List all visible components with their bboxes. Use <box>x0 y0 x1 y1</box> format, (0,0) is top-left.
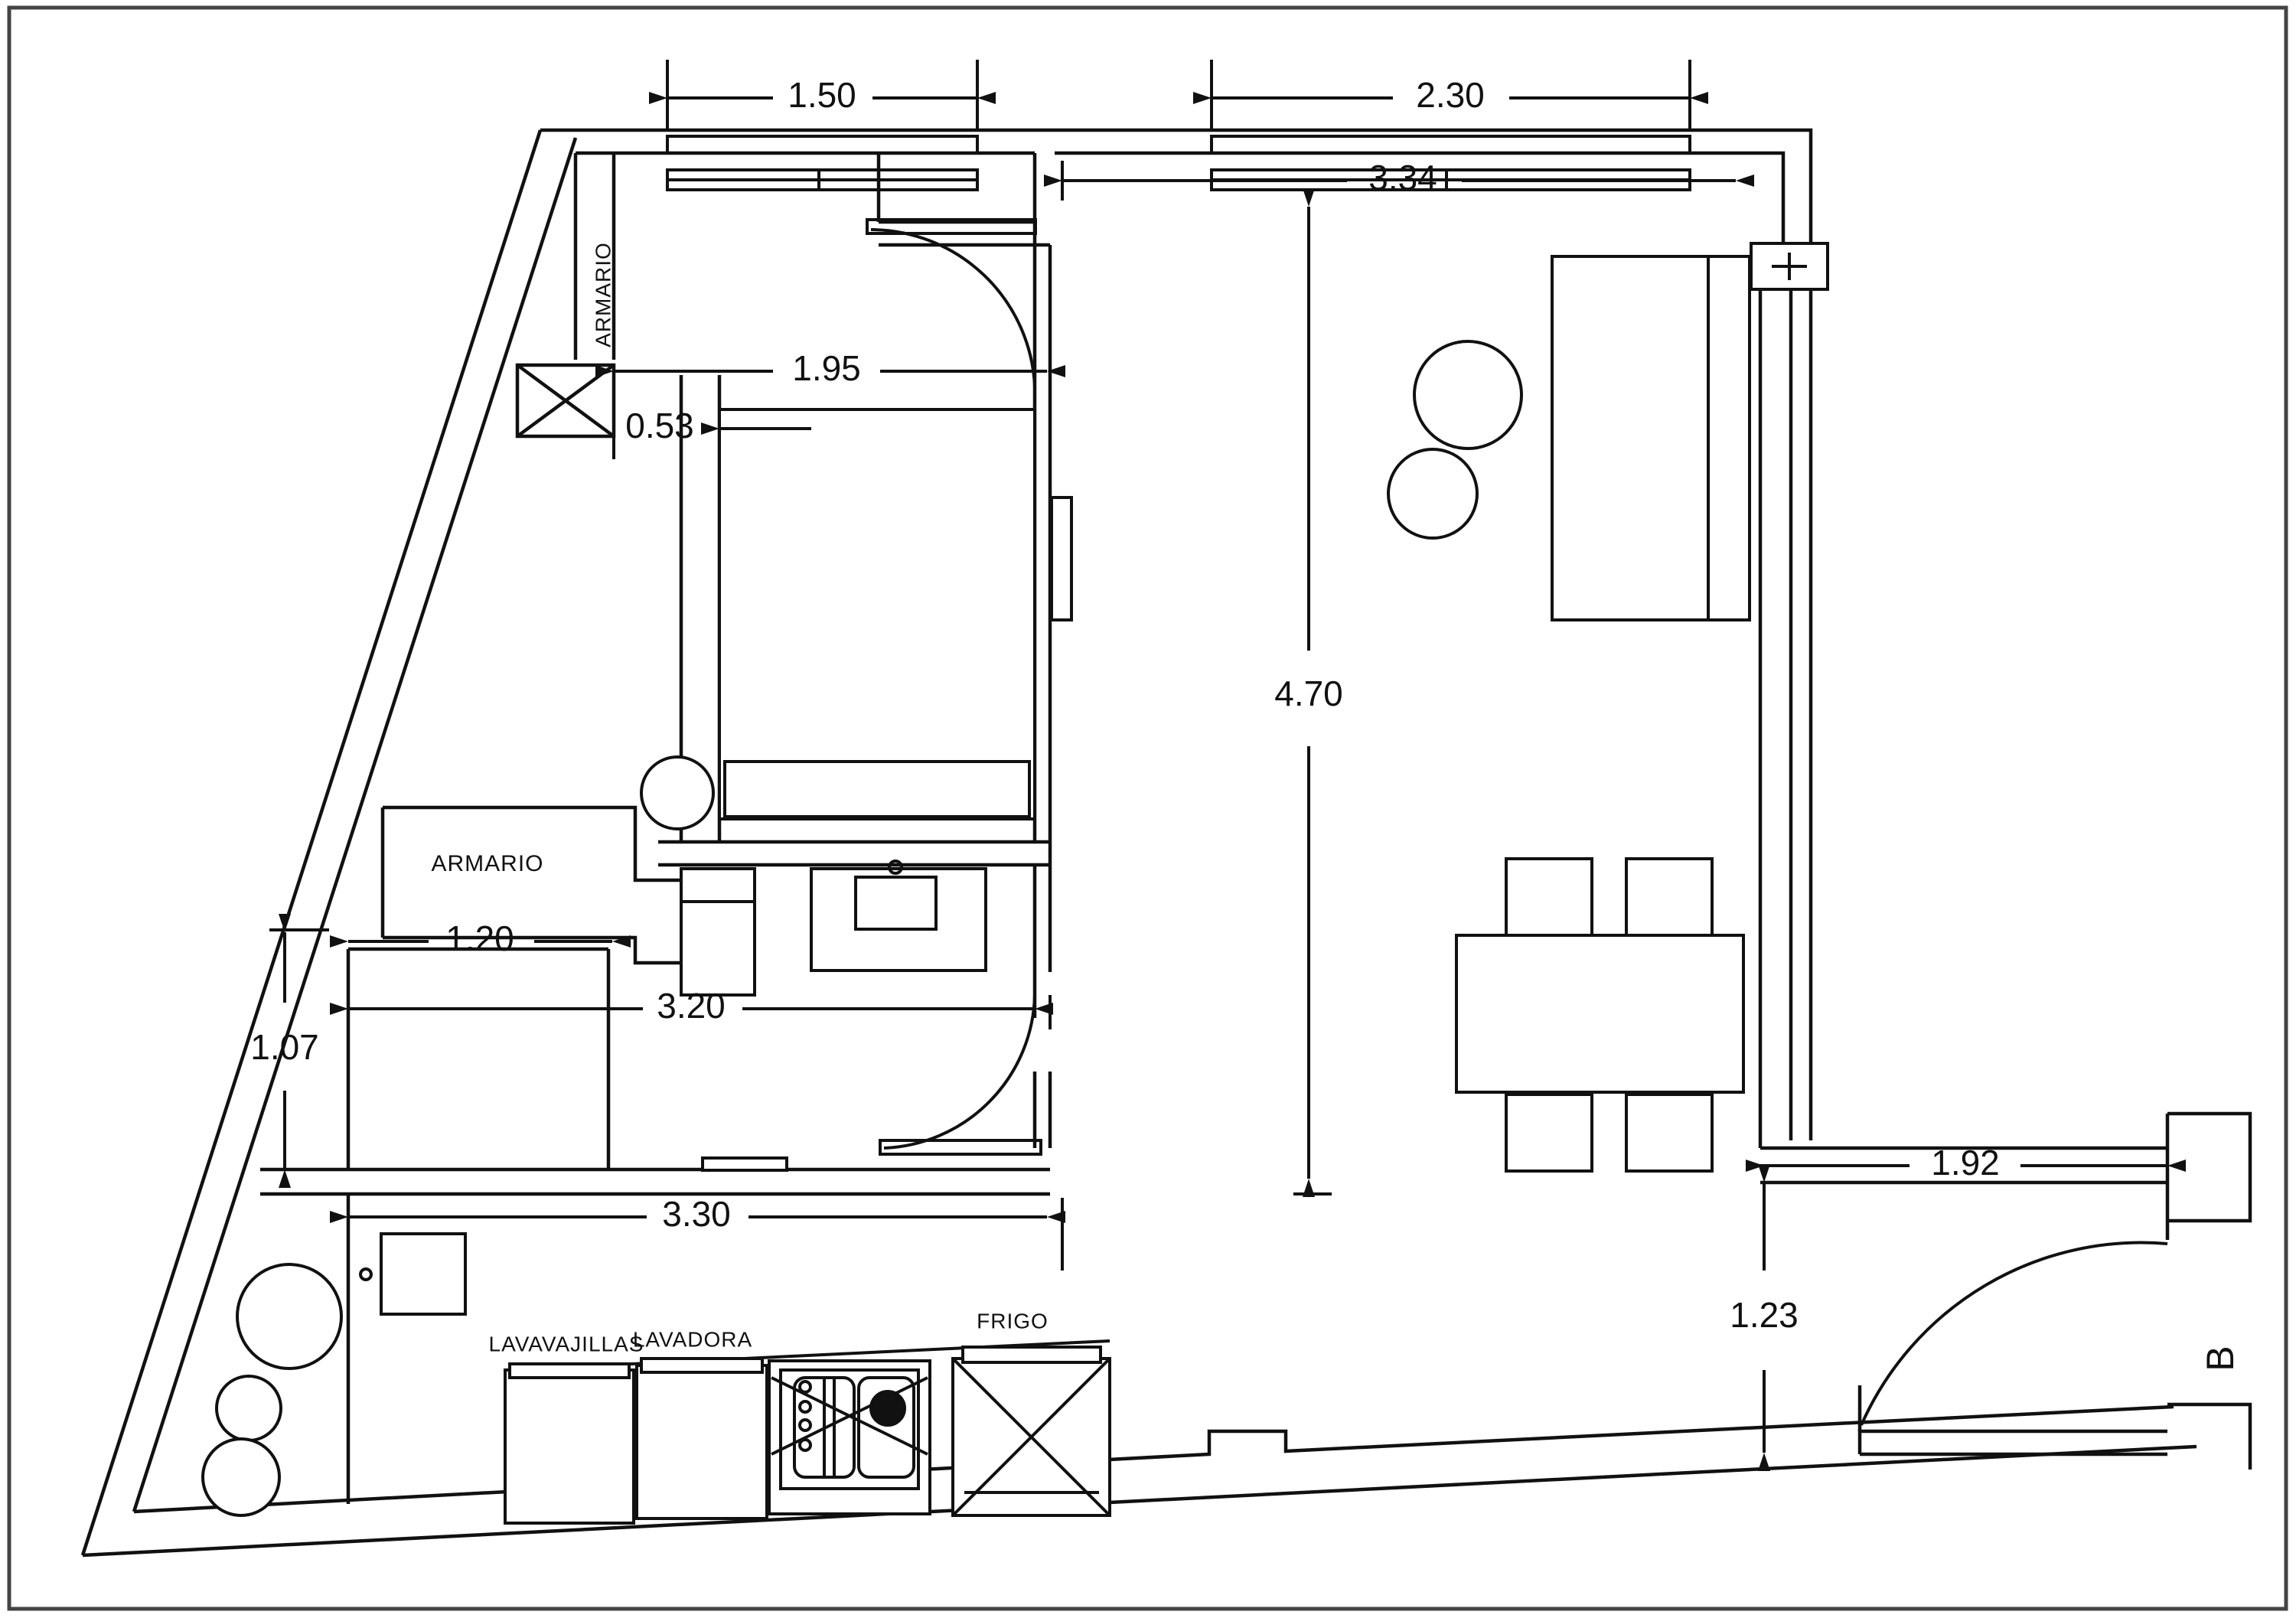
window-2-sill <box>1210 135 1691 155</box>
dim-label-2-30: 2.30 <box>1416 75 1485 115</box>
fridge <box>951 1346 1111 1517</box>
dining-chair-1 <box>1505 857 1593 937</box>
label-armario-vertical: ARMARIO <box>591 242 615 347</box>
corridor-sill <box>701 1156 788 1172</box>
walls-group <box>80 128 2252 1558</box>
dim-3-20 <box>330 995 1053 1029</box>
text-labels-group: 1.50 2.30 3.34 1.95 0.53 1.20 3.20 3.30 … <box>250 75 2242 1372</box>
doors-group <box>866 218 2168 1426</box>
balcony-marker <box>1750 242 1829 291</box>
washing-machine <box>635 1357 768 1520</box>
door-hall <box>866 218 1037 387</box>
bed <box>718 408 1036 820</box>
wall-armario2-top <box>383 805 681 882</box>
dining-chair-3 <box>1505 1093 1593 1173</box>
door-bedroom2 <box>879 994 1042 1156</box>
dimensions-group <box>269 60 2186 1471</box>
wall-tr-corner-inner <box>1733 151 1786 253</box>
wall-bottom-outer <box>82 1444 2197 1558</box>
dim-label-1-95: 1.95 <box>792 348 861 388</box>
terrace-table-large <box>236 1263 343 1370</box>
terrace-window-knob <box>359 1267 373 1281</box>
dim-2-30 <box>1193 60 1708 132</box>
wall-door-jamb-right <box>2167 1402 2252 1470</box>
dim-3-34 <box>1044 161 1754 201</box>
dining-chair-2 <box>1625 857 1714 937</box>
round-stool <box>640 755 715 830</box>
dim-1-07 <box>269 914 329 1188</box>
dim-4-70 <box>1293 188 1332 1197</box>
terrace-window <box>380 1232 467 1316</box>
bed-side-panel <box>1050 496 1073 621</box>
cooktop <box>768 1359 931 1515</box>
door-entry <box>1860 1241 2168 1426</box>
furniture-group <box>201 242 1829 1525</box>
wall-armario2-bottom <box>383 935 689 965</box>
dim-label-1-07: 1.07 <box>250 1027 319 1067</box>
label-lavadora: LAVADORA <box>633 1327 752 1351</box>
dim-label-3-20: 3.20 <box>657 986 726 1026</box>
terrace-table-medium <box>201 1437 281 1517</box>
sheet-border <box>7 5 2288 1611</box>
wall-tr-corner <box>1760 128 1813 253</box>
window-1-sill <box>666 135 979 155</box>
wall-sw-inner <box>132 137 578 1512</box>
terrace-table-small <box>215 1375 282 1442</box>
dim-label-1-23: 1.23 <box>1730 1295 1799 1335</box>
wall-right-pier <box>2167 1111 2252 1223</box>
section-marker-b: B <box>2199 1346 2242 1371</box>
dim-label-0-53: 0.53 <box>625 406 694 445</box>
dim-label-3-30: 3.30 <box>662 1194 731 1234</box>
coffee-table-large <box>1413 340 1523 450</box>
label-lavavajillas: LAVAVAJILLAS <box>489 1332 644 1355</box>
label-armario-horizontal: ARMARIO <box>431 851 543 876</box>
sink-counter <box>810 860 987 972</box>
dishwasher <box>504 1362 635 1525</box>
dining-table <box>1455 934 1745 1094</box>
dining-chair-4 <box>1625 1093 1714 1173</box>
sofa <box>1551 255 1751 621</box>
dim-label-3-34: 3.34 <box>1368 158 1437 197</box>
dim-label-1-50: 1.50 <box>788 75 856 115</box>
label-frigo: FRIGO <box>977 1309 1049 1333</box>
coffee-table-small <box>1387 448 1479 540</box>
dim-1-95 <box>595 365 1065 459</box>
dim-label-1-20: 1.20 <box>445 918 514 958</box>
dim-label-4-70: 4.70 <box>1274 674 1343 713</box>
wall-sw-outer <box>80 129 543 1556</box>
kitchen-run <box>504 1339 1111 1525</box>
dim-0-53 <box>701 419 811 459</box>
dim-label-1-92: 1.92 <box>1931 1143 2000 1183</box>
wall-bottom-inner <box>133 1404 2174 1514</box>
dim-3-30 <box>330 1198 1065 1271</box>
dim-1-92 <box>1746 1131 2186 1194</box>
dim-1-50 <box>649 60 996 132</box>
toilet <box>680 867 756 997</box>
